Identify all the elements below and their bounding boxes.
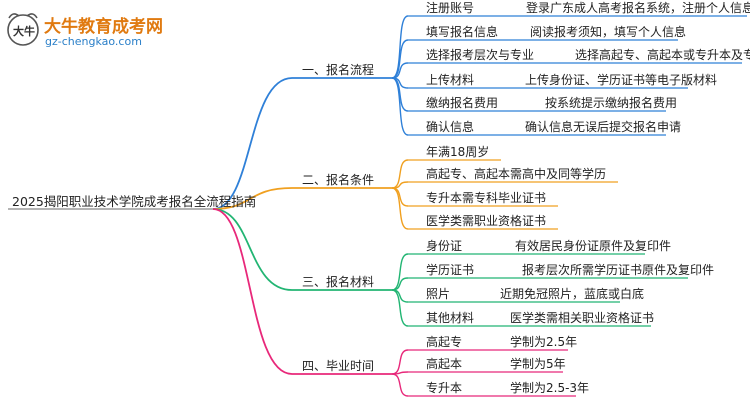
logo-url: gz-chengkao.com [45, 35, 142, 48]
leaf-value: 学制为2.5年 [510, 335, 578, 349]
leaf-value: 学制为2.5-3年 [510, 381, 590, 395]
leaf-connector [391, 159, 409, 189]
leaf-key: 确认信息 [426, 120, 475, 134]
leaf-key: 其他材料 [426, 311, 475, 325]
leaf-connector [391, 289, 409, 327]
leaf-connector [391, 62, 409, 79]
leaf-key: 高起专、高起本需高中及同等学历 [426, 167, 607, 181]
branch-connector [212, 187, 293, 210]
leaf-connector [391, 253, 409, 291]
branch-connector [212, 208, 293, 291]
leaf-key: 身份证 [426, 239, 463, 253]
leaf-value: 按系统提示缴纳报名费用 [545, 96, 678, 110]
leaf-connector [391, 373, 409, 397]
leaf-connector [391, 187, 409, 230]
leaf-key: 上传材料 [426, 73, 475, 87]
leaf-value: 报考层次所需学历证书原件及复印件 [522, 263, 715, 277]
branch-label: 二、报名条件 [302, 173, 375, 187]
leaf-key: 学历证书 [426, 263, 475, 277]
leaf-key: 专升本 [426, 381, 463, 395]
root-topic: 2025揭阳职业技术学院成考报名全流程指南 [12, 194, 257, 209]
leaf-value: 阅读报考须知，填写个人信息 [530, 25, 687, 39]
leaf-value: 有效居民身份证原件及复印件 [515, 239, 672, 253]
leaf-key: 专升本需专科毕业证书 [426, 191, 547, 205]
leaf-value: 医学类需相关职业资格证书 [510, 311, 655, 325]
leaf-value: 登录广东成人高考报名系统，注册个人信息 [526, 1, 750, 15]
leaf-value: 选择高起专、高起本或专升本及专业 [575, 48, 750, 62]
branch-label: 一、报名流程 [302, 63, 375, 77]
leaf-key: 高起专 [426, 335, 463, 349]
leaf-value: 学制为5年 [510, 357, 566, 371]
branch-label: 四、毕业时间 [302, 359, 375, 373]
leaf-connector [391, 77, 409, 136]
logo-title: 大牛教育成考网 [44, 17, 163, 37]
leaf-key: 照片 [426, 287, 451, 301]
leaf-key: 年满18周岁 [426, 145, 490, 159]
leaf-value: 上传身份证、学历证书等电子版材料 [525, 73, 718, 87]
leaf-connector [391, 289, 409, 303]
leaf-key: 高起本 [426, 357, 463, 371]
leaf-key: 缴纳报名费用 [426, 96, 499, 110]
branch-connector [212, 208, 293, 375]
leaf-connector [391, 39, 409, 79]
leaf-key: 注册账号 [426, 1, 475, 15]
leaf-value: 确认信息无误后提交报名申请 [525, 120, 682, 134]
leaf-key: 医学类需职业资格证书 [426, 214, 547, 228]
leaf-connector [391, 277, 409, 291]
leaf-key: 选择报考层次与专业 [426, 48, 535, 62]
branch-connector [212, 77, 293, 210]
branch-label: 三、报名材料 [302, 275, 375, 289]
leaf-connector [391, 349, 409, 375]
site-logo: 大牛 大牛教育成考网 gz-chengkao.com [4, 8, 164, 54]
leaf-value: 近期免冠照片，蓝底或白底 [500, 287, 645, 301]
svg-text:大牛: 大牛 [13, 24, 35, 38]
leaf-key: 填写报名信息 [426, 25, 499, 39]
bull-logo-icon: 大牛 [7, 13, 39, 46]
